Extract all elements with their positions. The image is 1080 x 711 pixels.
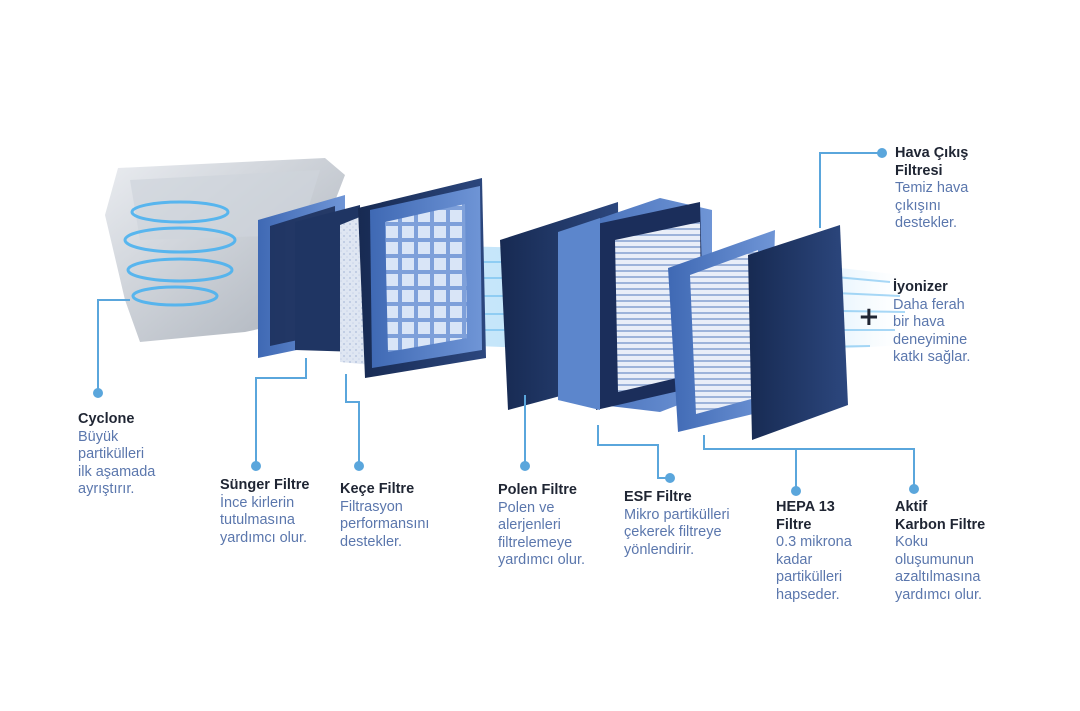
- karbon-label: Aktif Karbon Filtre Koku oluşumunun azal…: [895, 499, 985, 604]
- cikis-desc: Temiz hava çıkışını destekler.: [895, 180, 969, 231]
- karbon-desc: Koku oluşumunun azaltılmasına yardımcı o…: [895, 534, 983, 603]
- hepa-title: HEPA 13 Filtre: [776, 499, 835, 533]
- sunger-desc: İnce kirlerin tutulmasına yardımcı olur.: [220, 494, 308, 546]
- hepa-filter: [668, 230, 775, 432]
- sunger-leader: [255, 358, 307, 465]
- sunger-title: Sünger Filtre: [220, 477, 310, 493]
- esf-label: ESF Filtre Mikro partikülleri çekerek fi…: [624, 489, 730, 559]
- cikis-title: Hava Çıkış Filtresi: [895, 145, 969, 179]
- kece-leader: [345, 374, 360, 465]
- iyonizer-desc: Daha ferah bir hava deneyimine katkı sağ…: [893, 296, 971, 366]
- leader-dots: [93, 148, 919, 496]
- esf-title: ESF Filtre: [624, 489, 692, 505]
- cyclone-title: Cyclone: [78, 411, 135, 427]
- kece-label: Keçe Filtre Filtrasyon performansını des…: [340, 481, 429, 551]
- hepa-desc: 0.3 mikrona kadar partikülleri hapseder.: [776, 534, 852, 603]
- sunger-dot: [251, 461, 261, 471]
- cyclone-leader: [97, 299, 130, 393]
- cyclone-desc: Büyük partikülleri ilk aşamada ayrıştırı…: [78, 428, 156, 498]
- plus-icon: +: [858, 302, 880, 332]
- polen-label: Polen Filtre Polen ve alerjenleri filtre…: [498, 482, 585, 570]
- cikis-leader: [819, 152, 882, 228]
- cyclone-label: Cyclone Büyük partikülleri ilk aşamada a…: [78, 411, 155, 499]
- karbon-dot: [909, 484, 919, 494]
- esf-leader: [597, 425, 670, 479]
- kece-desc: Filtrasyon performansını destekler.: [340, 498, 430, 550]
- karbon-title: Aktif Karbon Filtre: [895, 499, 986, 533]
- kece-title: Keçe Filtre: [340, 481, 415, 497]
- sunger-label: Sünger Filtre İnce kirlerin tutulmasına …: [220, 477, 309, 547]
- leader-lines: [97, 152, 915, 490]
- polen-dot: [520, 461, 530, 471]
- kece-dot: [354, 461, 364, 471]
- cyclone-dot: [93, 388, 103, 398]
- cikis-dot: [877, 148, 887, 158]
- hepa-karbon-leader: [703, 435, 915, 488]
- hepa-dot: [791, 486, 801, 496]
- cikis-label: Hava Çıkış Filtresi Temiz hava çıkışını …: [895, 145, 968, 233]
- iyonizer-label: İyonizer Daha ferah bir hava deneyimine …: [893, 279, 970, 367]
- iyonizer-title: İyonizer: [893, 279, 948, 295]
- polen-desc: Polen ve alerjenleri filtrelemeye yardım…: [498, 499, 586, 569]
- esf-dot: [665, 473, 675, 483]
- esf-desc: Mikro partikülleri çekerek filtreye yönl…: [624, 506, 730, 558]
- grid-frame-filter: [358, 178, 486, 378]
- hava-cikis-filter: [748, 225, 848, 440]
- hepa-label: HEPA 13 Filtre 0.3 mikrona kadar partikü…: [776, 499, 852, 604]
- polen-title: Polen Filtre: [498, 482, 577, 498]
